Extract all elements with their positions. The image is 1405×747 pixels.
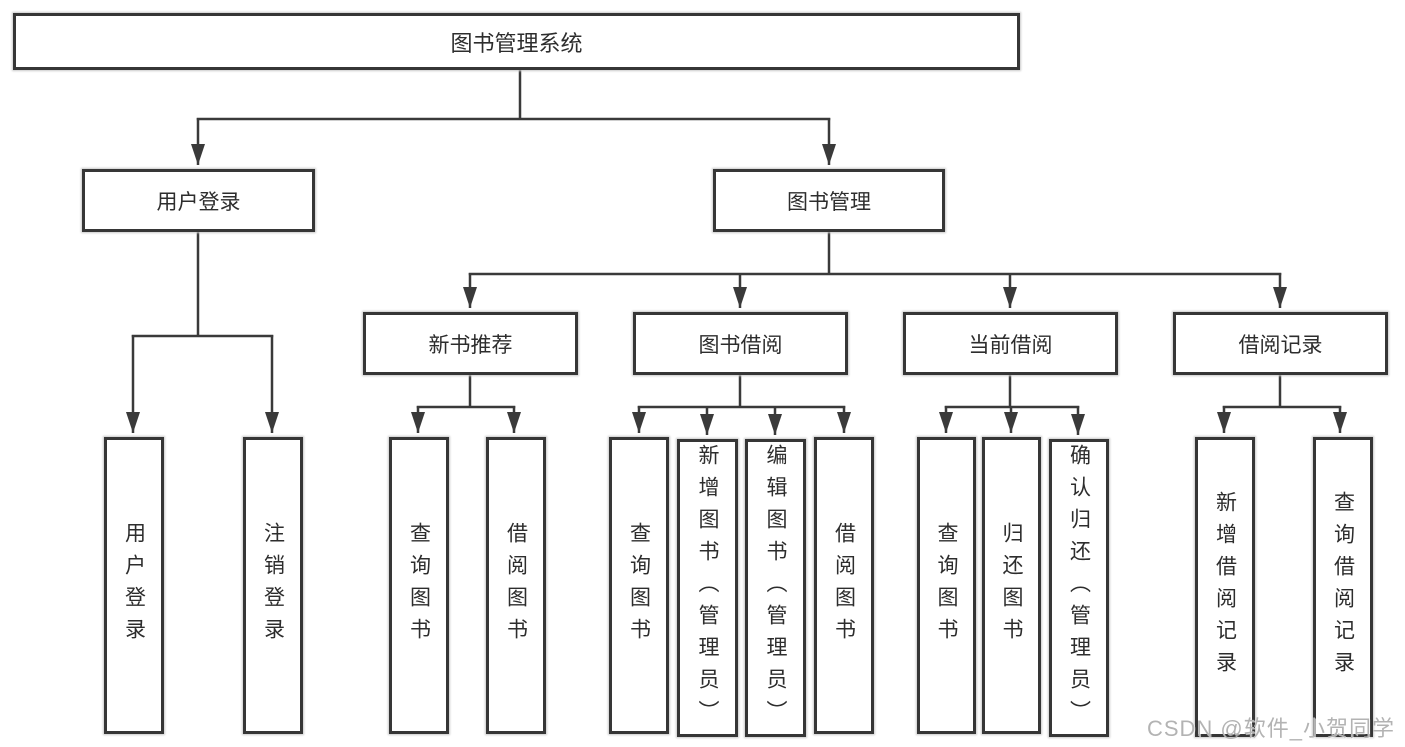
node-root: 图书管理系统: [13, 13, 1020, 70]
csdn-watermark: CSDN @软件_小贺同学: [1146, 716, 1395, 741]
leaf-user-login: 用户登录: [104, 437, 164, 734]
leaf-logout-label: 注销登录: [261, 521, 285, 650]
leaf-cb-confirm-return-label: 确认归还（管理员）: [1067, 444, 1091, 732]
leaf-br-query-record-label: 查询借阅记录: [1331, 491, 1355, 683]
leaf-bb-edit-books-label: 编辑图书（管理员）: [764, 444, 787, 732]
node-borrow-records-label: 借阅记录: [1238, 333, 1323, 357]
leaf-br-add-record-label: 新增借阅记录: [1213, 491, 1237, 683]
node-current-borrow-label: 当前借阅: [968, 333, 1053, 357]
leaf-nb-query-books-label: 查询图书: [407, 521, 431, 650]
leaf-nb-borrow-books: 借阅图书: [486, 437, 546, 734]
node-user-login: 用户登录: [82, 169, 315, 232]
leaf-bb-borrow-books-label: 借阅图书: [832, 521, 856, 650]
node-root-label: 图书管理系统: [450, 30, 583, 56]
leaf-bb-borrow-books: 借阅图书: [814, 437, 874, 734]
node-user-login-label: 用户登录: [156, 190, 241, 214]
node-book-borrow-label: 图书借阅: [698, 333, 783, 357]
leaf-cb-query-books-label: 查询图书: [935, 521, 958, 650]
leaf-user-login-label: 用户登录: [122, 521, 146, 650]
node-current-borrow: 当前借阅: [903, 312, 1118, 375]
node-book-management-label: 图书管理: [787, 190, 871, 214]
leaf-nb-borrow-books-label: 借阅图书: [504, 521, 528, 650]
node-new-book-recommend: 新书推荐: [363, 312, 578, 375]
leaf-bb-add-books-label: 新增图书（管理员）: [696, 444, 719, 732]
node-borrow-records: 借阅记录: [1173, 312, 1388, 375]
leaf-br-query-record: 查询借阅记录: [1313, 437, 1373, 737]
node-book-management: 图书管理: [713, 169, 945, 232]
leaf-bb-query-books-label: 查询图书: [627, 521, 651, 650]
leaf-nb-query-books: 查询图书: [389, 437, 449, 734]
node-book-borrow: 图书借阅: [633, 312, 848, 375]
leaf-bb-edit-books: 编辑图书（管理员）: [745, 439, 806, 737]
leaf-br-add-record: 新增借阅记录: [1195, 437, 1255, 737]
leaf-bb-add-books: 新增图书（管理员）: [677, 439, 738, 737]
leaf-cb-confirm-return: 确认归还（管理员）: [1049, 439, 1109, 737]
leaf-cb-query-books: 查询图书: [917, 437, 976, 734]
leaf-cb-return-books: 归还图书: [982, 437, 1041, 734]
leaf-bb-query-books: 查询图书: [609, 437, 669, 734]
node-new-book-recommend-label: 新书推荐: [428, 333, 513, 357]
leaf-cb-return-books-label: 归还图书: [1000, 521, 1023, 650]
leaf-logout: 注销登录: [243, 437, 303, 734]
